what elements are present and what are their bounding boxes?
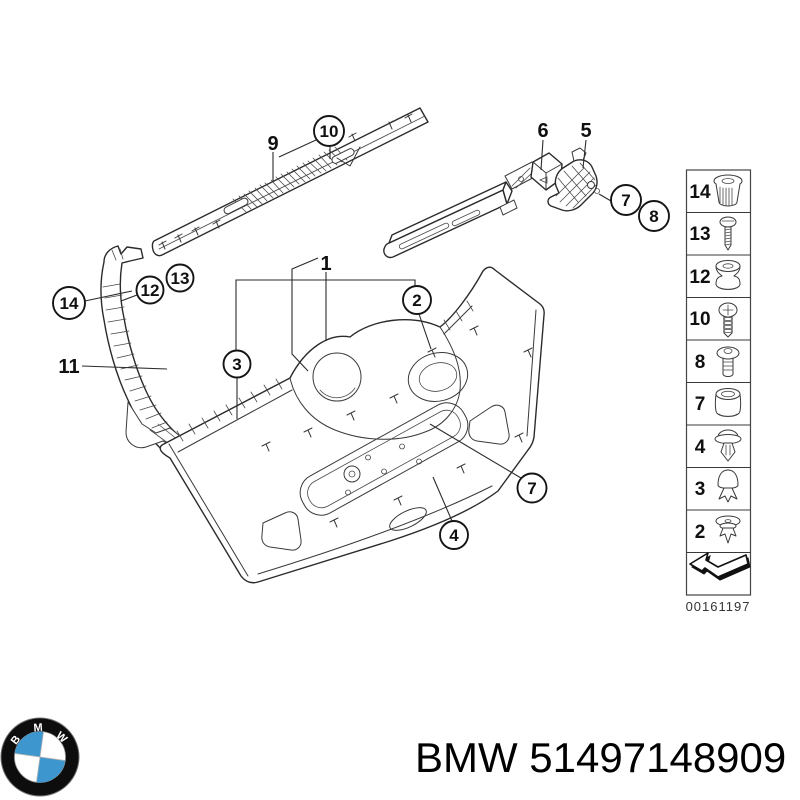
svg-text:3: 3: [232, 355, 241, 374]
callout-label-1[interactable]: 1: [320, 253, 331, 275]
svg-text:2: 2: [412, 291, 421, 310]
panel-cutout-left: [261, 511, 302, 551]
flange-screw-icon: [716, 346, 740, 377]
legend-row-13[interactable]: 13: [689, 216, 737, 251]
callout-label-6[interactable]: 6: [537, 120, 548, 142]
svg-text:10: 10: [320, 122, 339, 141]
logo-letter-m: M: [33, 722, 43, 735]
svg-text:8: 8: [649, 207, 658, 226]
svg-text:2: 2: [695, 522, 706, 543]
part-11-corner-trim: [100, 245, 184, 458]
callout-12[interactable]: 12: [135, 275, 165, 305]
callout-8[interactable]: 8: [638, 200, 670, 232]
legend-row-14[interactable]: 14: [689, 174, 743, 207]
expanding-rivet-icon: [714, 429, 742, 462]
svg-text:14: 14: [689, 182, 711, 203]
expanding-nut-icon: [713, 174, 743, 207]
svg-text:4: 4: [695, 437, 706, 458]
lock-hole: [312, 352, 362, 402]
svg-text:7: 7: [621, 191, 630, 210]
legend-row-10[interactable]: 10: [689, 302, 738, 338]
part-6-handle-assembly: [383, 161, 541, 259]
callout-3[interactable]: 3: [222, 349, 252, 379]
legend-row-direction: [689, 552, 751, 581]
svg-text:12: 12: [689, 267, 710, 288]
svg-text:14: 14: [60, 294, 79, 313]
expanding-clip-icon: [715, 515, 741, 544]
callout-2[interactable]: 2: [402, 285, 432, 315]
callout-leader-lines: [81, 139, 612, 522]
part-5-bracket: [547, 147, 600, 212]
bmw-logo: B M W: [0, 717, 80, 797]
svg-text:13: 13: [171, 269, 190, 288]
svg-text:12: 12: [141, 281, 160, 300]
legend-row-4[interactable]: 4: [695, 429, 742, 462]
legend-row-8[interactable]: 8: [695, 346, 740, 377]
panel-cutout-right: [468, 404, 510, 445]
svg-text:7: 7: [695, 394, 706, 415]
svg-text:4: 4: [449, 526, 459, 545]
sleeve-grommet-icon: [714, 388, 742, 417]
callout-10[interactable]: 10: [313, 115, 345, 147]
tapping-screw-icon: [719, 216, 737, 251]
legend-row-7[interactable]: 7: [695, 388, 742, 417]
svg-text:7: 7: [527, 479, 536, 498]
callout-7-bottom[interactable]: 7: [516, 472, 548, 504]
callout-label-5[interactable]: 5: [580, 120, 591, 142]
phillips-screw-icon: [718, 302, 738, 338]
legend-row-12[interactable]: 12: [689, 260, 741, 290]
callout-13[interactable]: 13: [165, 263, 195, 293]
part-number-title: BMW 51497148909: [415, 734, 786, 781]
panel-recess: [299, 402, 469, 516]
part-1-tailgate-panel: [159, 266, 545, 584]
callout-14[interactable]: 14: [52, 286, 86, 320]
doc-number: 00161197: [686, 599, 751, 614]
callout-label-11[interactable]: 11: [58, 356, 79, 378]
panel-clips: [261, 325, 533, 528]
callout-7-top[interactable]: 7: [610, 184, 642, 216]
direction-arrow-icon: [689, 552, 751, 581]
panel-edge-ribs: [176, 300, 474, 442]
dome-clip-icon: [717, 469, 739, 503]
logo-quadrant-blue-br: [36, 757, 66, 783]
svg-text:10: 10: [689, 309, 710, 330]
part-6-end-cap: [530, 152, 563, 191]
legend-table: 14 13 12: [685, 169, 752, 596]
logo-quadrant-blue-tl: [14, 731, 44, 757]
callout-4[interactable]: 4: [439, 520, 469, 550]
callout-label-9[interactable]: 9: [267, 133, 278, 155]
legend-row-3[interactable]: 3: [695, 469, 739, 503]
svg-text:8: 8: [695, 352, 706, 373]
legend-row-2[interactable]: 2: [695, 515, 741, 544]
svg-text:3: 3: [695, 479, 706, 500]
part-9-sill-strip: [151, 107, 429, 257]
svg-text:13: 13: [689, 224, 710, 245]
double-grommet-icon: [715, 260, 741, 290]
